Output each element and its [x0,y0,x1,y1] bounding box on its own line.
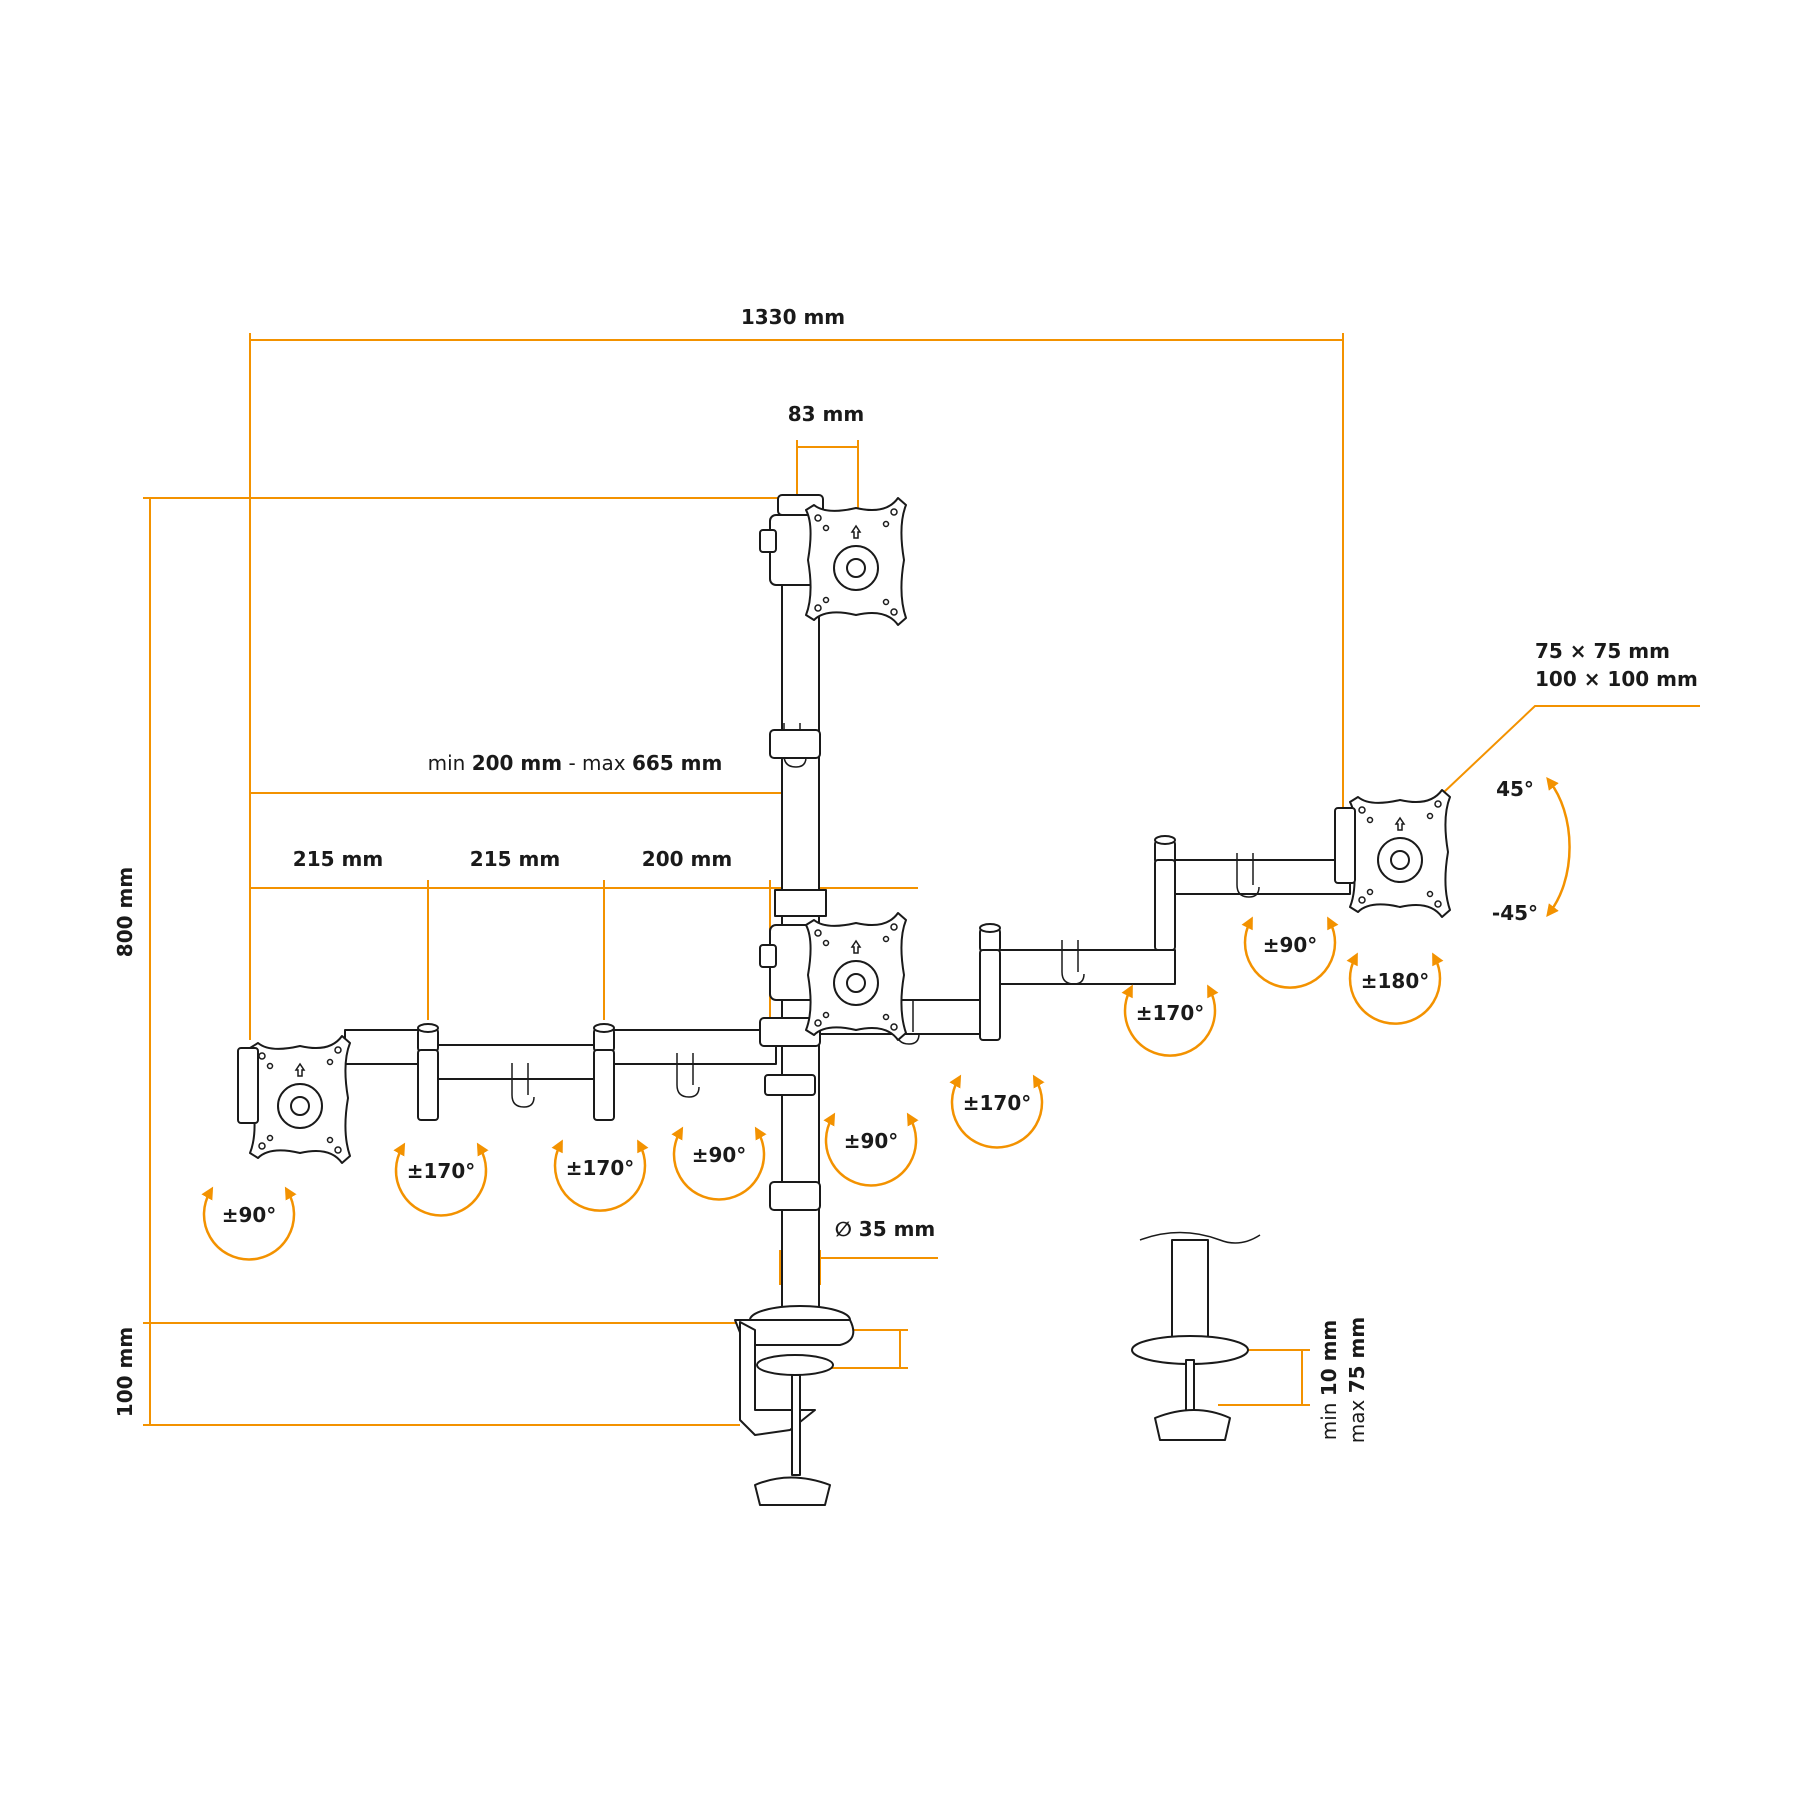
label-rotation-3: ±170° [566,1156,635,1180]
label-height: 800 mm [113,867,137,957]
rotation-arcs [201,777,1571,1261]
label-clamp-height: 100 mm [113,1327,137,1417]
center-monitor-plate [805,912,907,1041]
left-monitor-plate [249,1035,351,1164]
label-reach-sep: - max [562,751,632,775]
label-desk-min: min 10 mm [1317,1320,1341,1441]
top-monitor-plate [805,497,907,626]
label-rotation-2: ±170° [407,1159,476,1183]
label-desk-min-value: 10 mm [1317,1320,1341,1396]
mount-structure [237,494,1451,1506]
label-desk-max-prefix: max [1345,1393,1369,1443]
label-desk-max-value: 75 mm [1345,1317,1369,1393]
label-vesa-2: 100 × 100 mm [1535,667,1698,691]
label-rotation-9: ±180° [1361,969,1430,993]
dimension-lines [143,333,1700,1426]
label-rotation-8: ±90° [1263,933,1318,957]
label-segment-3: 200 mm [642,847,732,871]
label-rotation-4: ±90° [692,1143,747,1167]
label-desk-min-prefix: min [1317,1396,1341,1440]
label-segment-2: 215 mm [470,847,560,871]
label-pole-diameter: ∅ 35 mm [835,1217,936,1241]
label-arm-reach: min 200 mm - max 665 mm [428,751,723,775]
label-pole-offset: 83 mm [788,402,864,426]
label-reach-min-prefix: min [428,751,472,775]
label-tilt-down: -45° [1492,901,1538,925]
label-rotation-7: ±170° [1136,1001,1205,1025]
label-rotation-1: ±90° [222,1203,277,1227]
label-reach-min: 200 mm [472,751,562,775]
right-monitor-plate [1349,789,1451,918]
label-tilt-up: 45° [1496,777,1534,801]
label-reach-max: 665 mm [632,751,722,775]
label-rotation-6: ±170° [963,1091,1032,1115]
label-rotation-5: ±90° [844,1129,899,1153]
label-total-width: 1330 mm [741,305,845,329]
label-segment-1: 215 mm [293,847,383,871]
label-desk-max: max 75 mm [1345,1317,1369,1443]
label-vesa-1: 75 × 75 mm [1535,639,1670,663]
